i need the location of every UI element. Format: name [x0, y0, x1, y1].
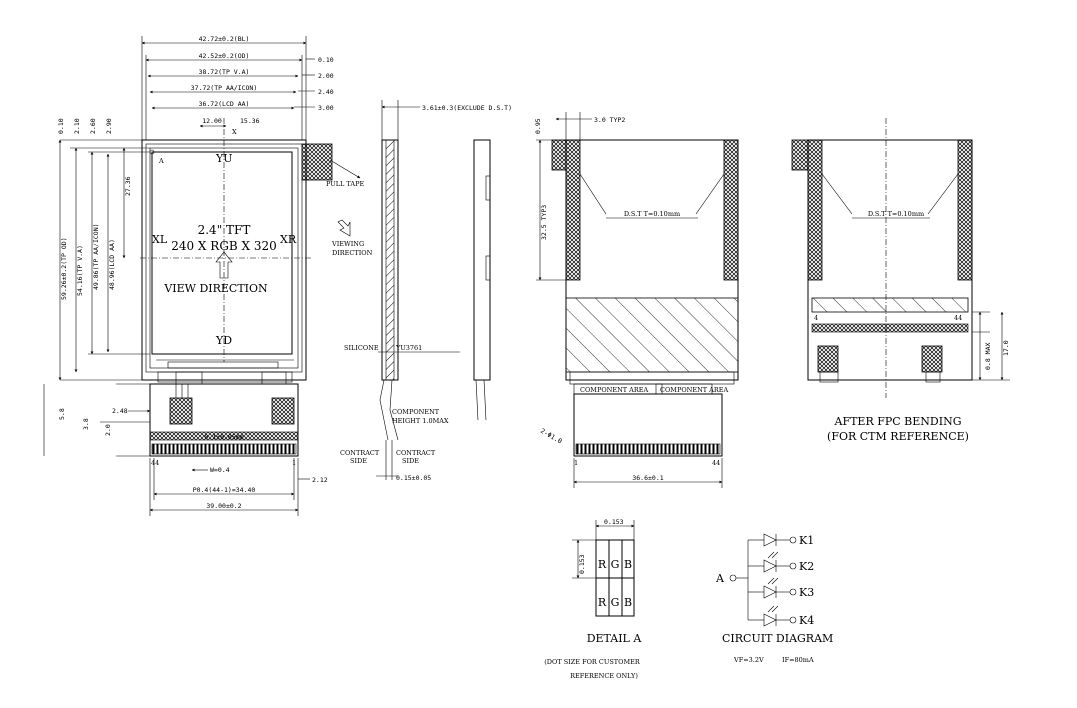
viewing-direction-text-2: DIRECTION [332, 249, 373, 257]
detail-cell-r1: R [598, 558, 607, 571]
dim-lcd-aa-width: 36.72(LCD AA) [199, 100, 250, 108]
dim-bl-width: 42.72±0.2(BL) [199, 35, 250, 43]
silicone-label: SILICONE [344, 344, 379, 352]
back-dst-label: D.S.T T=0.10mm [624, 210, 680, 218]
dim-2-0: 2.0 [104, 424, 112, 436]
dim-tp-va-height: 54.16(TP V.A) [76, 245, 84, 296]
x-axis-label: X [232, 128, 237, 136]
dim-left-2-10: 2.10 [73, 118, 81, 134]
detail-cell-b1: B [624, 558, 632, 571]
bent-height: 17.0 [1002, 340, 1010, 356]
dim-right-2-40: 2.40 [318, 88, 334, 96]
panel-resolution-label: 240 X RGB X 320 [171, 239, 277, 253]
detail-title: DETAIL A [587, 632, 643, 645]
back-view: 0.95 3.0 TYP2 32.5 TYP3 D.S.T T=0.10mm C… [534, 112, 739, 488]
dim-27-36: 27.36 [124, 176, 132, 196]
cathode-k1: K1 [799, 534, 814, 547]
xr-label: XR [280, 233, 297, 246]
dim-left-2-60: 2.60 [89, 118, 97, 134]
led-3 [748, 577, 797, 599]
detail-note-2: REFERENCE ONLY) [570, 672, 638, 680]
back-pin-44-label: 44 [712, 459, 720, 467]
detail-cell-r2: R [598, 596, 607, 609]
detail-cell-g1: G [611, 558, 620, 571]
circuit-title: CIRCUIT DIAGRAM [722, 632, 833, 645]
dim-right-0-10: 0.10 [318, 56, 334, 64]
component-label-2: HEIGHT 1.0MAX [392, 417, 449, 425]
back-hole-label: 2-Φ1.0 [539, 427, 563, 446]
detail-a: 0.153 0.153 R G B R G B DETAIL A (DOT SI… [544, 518, 642, 680]
bent-dst-label: D.S.T T=0.10mm [868, 210, 924, 218]
contact-side-a-1: CONTRACT [340, 449, 380, 457]
fpc-thickness: 0.15±0.05 [396, 474, 431, 482]
dim-fpc-width: 39.00±0.2 [206, 502, 241, 510]
back-dim-0-95: 0.95 [534, 118, 542, 134]
dim-tp-va-width: 38.72(TP V.A) [199, 68, 250, 76]
led-4 [748, 605, 797, 627]
dim-15-36: 15.36 [240, 117, 260, 125]
side-view: 3.61±0.3(EXCLUDE D.S.T) VIEWING DIRECTIO… [331, 100, 512, 482]
panel-size-label: 2.4" TFT [198, 223, 251, 237]
dim-5-8: 5.8 [58, 408, 66, 420]
front-view: 42.72±0.2(BL) 42.52±0.2(OD) 38.72(TP V.A… [43, 35, 364, 516]
detail-cell-g2: G [611, 596, 620, 609]
dim-2-12: 2.12 [312, 476, 328, 484]
viewing-direction-text-1: VIEWING [331, 240, 364, 248]
cathode-k3: K3 [799, 586, 814, 599]
dim-left-0-10: 0.10 [57, 118, 65, 134]
front-pin-44-label: 44 [151, 459, 159, 467]
circuit-vf: VF=3.2V [733, 656, 764, 664]
circuit-diagram: A K1 [715, 533, 833, 664]
stiffener-thickness: 0.1±0.05mm [204, 433, 243, 441]
detail-pitch-v: 0.153 [578, 554, 586, 574]
bent-pin-44-label: 44 [954, 314, 962, 322]
dim-2-48: 2.48 [112, 407, 128, 415]
circuit-if: IF=80mA [782, 656, 814, 664]
dim-right-3-00: 3.00 [318, 104, 334, 112]
bent-dim-0-8: 0.8 MAX [984, 343, 992, 370]
component-label-1: COMPONENT [392, 408, 440, 416]
detail-note-1: (DOT SIZE FOR CUSTOMER [544, 658, 641, 666]
side-thickness: 3.61±0.3(EXCLUDE D.S.T) [422, 104, 512, 112]
dim-pitch-total: P0.4(44-1)=34.40 [193, 486, 256, 494]
bent-pin-4-label: 4 [814, 314, 818, 322]
back-width-dim: 36.6±0.1 [632, 474, 663, 482]
dim-tp-aa-height: 49.86(TP AA/ICON) [92, 223, 100, 290]
component-area-label-2: COMPONENT AREA [660, 386, 729, 394]
component-area-label-1: COMPONENT AREA [580, 386, 649, 394]
detail-pitch-h: 0.153 [604, 518, 624, 526]
yu-label: YU [215, 152, 233, 165]
contact-side-b-2: SIDE [402, 457, 419, 465]
dim-od-width: 42.52±0.2(OD) [199, 52, 250, 60]
dim-tp-aa-width: 37.72(TP AA/ICON) [191, 84, 258, 92]
dim-lcd-aa-height: 48.96(LCD AA) [108, 239, 116, 290]
dim-12-00: 12.00 [202, 117, 222, 125]
contact-side-b-1: CONTRACT [396, 449, 436, 457]
view-direction-label: VIEW DIRECTION [163, 282, 268, 295]
cathode-k2: K2 [799, 560, 814, 573]
dim-3-8: 3.8 [82, 418, 90, 430]
cathode-k4: K4 [799, 614, 814, 627]
yd-label: YD [215, 334, 232, 347]
contact-side-a-2: SIDE [350, 457, 367, 465]
dim-pin-width: W=0.4 [210, 466, 230, 474]
led-1 [748, 533, 797, 547]
dim-tp-od-height: 59.26±0.2(TP OD) [60, 237, 68, 300]
xl-label: XL [152, 233, 168, 246]
back-typ: 3.0 TYP2 [594, 116, 625, 124]
back-pin-1-label: 1 [574, 459, 578, 467]
dim-left-2-90: 2.90 [105, 118, 113, 134]
bent-title-2: (FOR CTM REFERENCE) [827, 430, 969, 443]
detail-cell-b2: B [624, 596, 632, 609]
bent-title-1: AFTER FPC BENDING [834, 415, 962, 428]
bent-view: D.S.T T=0.10mm 4 44 0.8 MAX 17.0 AFTER F… [791, 118, 1010, 443]
pull-tape-label: PULL TAPE [326, 180, 364, 188]
part-number-label: YU3761 [395, 344, 422, 352]
dim-right-2-00: 2.00 [318, 72, 334, 80]
point-a-label: A [158, 157, 164, 165]
anode-label: A [715, 572, 725, 585]
led-2 [748, 551, 797, 573]
back-tape-height: 32.5 TYP3 [540, 205, 548, 240]
